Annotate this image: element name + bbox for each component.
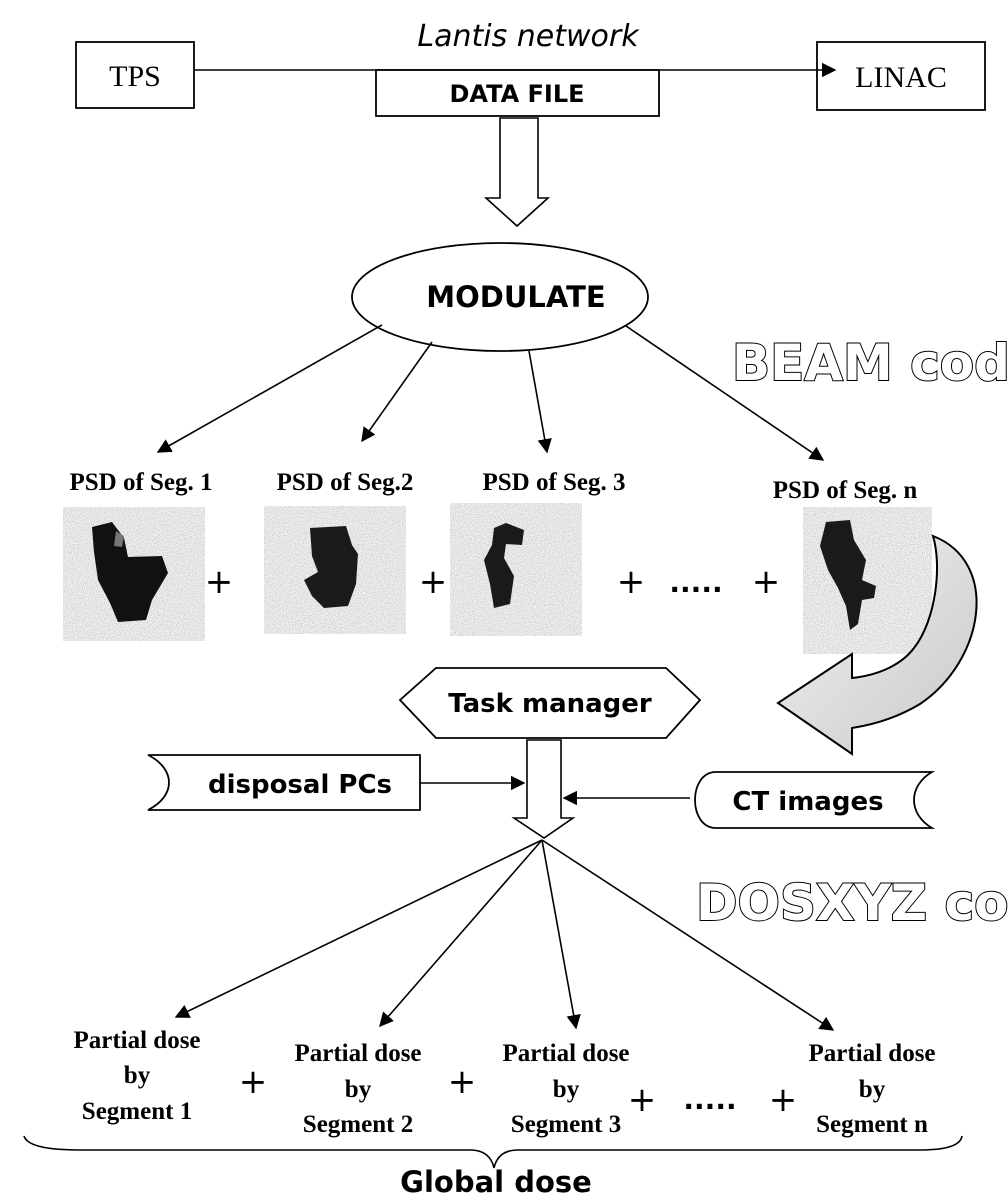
dose-arrow-1 (174, 839, 543, 1018)
tps-box: TPS (75, 41, 195, 109)
linac-label: LINAC (855, 61, 947, 94)
psd-plus-2: + (419, 562, 448, 602)
dose-arrow-4 (541, 839, 835, 1031)
task-manager-label: Task manager (448, 689, 652, 719)
dose-ellipsis: ..... (683, 1083, 736, 1116)
modulate-arrow-3 (528, 350, 552, 454)
partial-dose-1-line3: Segment 1 (82, 1098, 192, 1125)
dose-plus-3: + (628, 1080, 657, 1120)
ct-images-node: CT images (694, 771, 936, 829)
psd-plus-4: + (752, 562, 781, 602)
psd-ellipsis: ..... (669, 566, 722, 599)
partial-dose-1-line2: by (124, 1062, 151, 1089)
hollow-down-arrow-1 (483, 117, 551, 228)
partial-dose-2-line1: Partial dose (294, 1040, 421, 1067)
psd-label-n: PSD of Seg. n (773, 477, 918, 504)
dose-plus-1: + (239, 1062, 268, 1102)
psd-label-1: PSD of Seg. 1 (69, 469, 212, 496)
partial-dose-1-line1: Partial dose (73, 1027, 200, 1054)
tps-label: TPS (109, 60, 161, 93)
disposal-pcs-node: disposal PCs (147, 754, 421, 811)
modulate-node: MODULATE (351, 242, 649, 352)
dose-arrow-2 (379, 839, 543, 1028)
disposal-pcs-label: disposal PCs (208, 770, 392, 800)
psd-plus-1: + (205, 562, 234, 602)
partial-dose-3-line1: Partial dose (502, 1040, 629, 1067)
psd-image-3 (450, 503, 582, 636)
global-dose-label: Global dose (400, 1165, 592, 1199)
partial-dose-n-line3: Segment n (816, 1111, 928, 1138)
psd-image-1 (63, 507, 205, 641)
partial-dose-3-line3: Segment 3 (511, 1111, 621, 1138)
psd-plus-3: + (617, 562, 646, 602)
psd-image-2 (264, 506, 406, 634)
ct-images-label: CT images (732, 787, 883, 817)
dose-arrow-3 (541, 839, 581, 1030)
partial-dose-3-line2: by (553, 1076, 580, 1103)
psd-label-3: PSD of Seg. 3 (482, 469, 625, 496)
partial-dose-n-line2: by (859, 1076, 886, 1103)
linac-box: LINAC (816, 41, 986, 111)
modulate-arrow-2 (361, 341, 433, 443)
data-file-label: DATA FILE (449, 80, 584, 108)
partial-dose-2: Partial dose by Segment 2 (294, 1040, 421, 1138)
task-manager-node: Task manager (398, 667, 702, 739)
psd-label-2: PSD of Seg.2 (277, 469, 414, 496)
modulate-arrow-4 (625, 325, 825, 461)
dosxyz-code-label: DOSXYZ code (696, 874, 1008, 932)
global-dose-brace (23, 1135, 963, 1169)
data-file-box: DATA FILE (375, 69, 660, 117)
hollow-down-arrow-2 (511, 739, 576, 839)
beam-code-label: BEAM code (732, 334, 1008, 392)
dose-plus-2: + (448, 1062, 477, 1102)
network-label: Lantis network (417, 19, 640, 54)
partial-dose-n: Partial dose by Segment n (808, 1040, 935, 1138)
curved-arrow (776, 534, 978, 756)
partial-dose-n-line1: Partial dose (808, 1040, 935, 1067)
modulate-arrow-1 (156, 324, 383, 453)
psd-image-n (803, 507, 932, 654)
partial-dose-2-line2: by (345, 1076, 372, 1103)
partial-dose-3: Partial dose by Segment 3 (502, 1040, 629, 1138)
modulate-label: MODULATE (426, 280, 605, 314)
partial-dose-1: Partial dose by Segment 1 (73, 1027, 200, 1125)
partial-dose-2-line3: Segment 2 (303, 1111, 413, 1138)
dose-plus-4: + (769, 1080, 798, 1120)
